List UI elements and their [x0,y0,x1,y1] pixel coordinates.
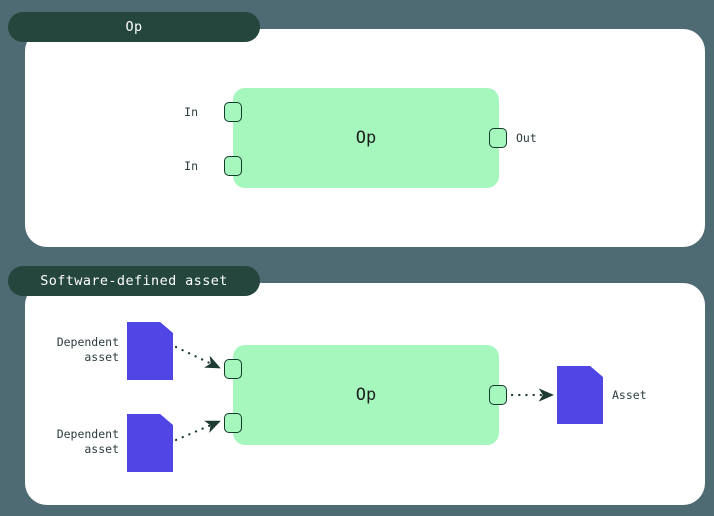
tab-software-defined-asset[interactable]: Software-defined asset [8,266,260,296]
label-line-2: asset [84,442,119,456]
asset-document-icon[interactable] [127,414,173,472]
label-dependent-asset-2: Dependent asset [57,427,119,457]
port-label-in-top-1: In [184,105,198,119]
port-label-in-top-2: In [184,159,198,173]
asset-document-icon[interactable] [557,366,603,424]
tab-op[interactable]: Op [8,12,260,42]
port-in-bottom-2[interactable] [224,413,242,433]
op-node-bottom[interactable]: Op [233,345,499,445]
port-in-top-2[interactable] [224,156,242,176]
label-line-1: Dependent [56,335,119,349]
label-dependent-asset-1: Dependent asset [57,335,119,365]
port-out-bottom[interactable] [489,385,507,405]
op-node-top[interactable]: Op [233,88,499,188]
op-node-label: Op [355,385,377,405]
asset-document-icon[interactable] [127,322,173,380]
port-label-out-top: Out [516,131,537,145]
label-line-2: asset [84,350,119,364]
label-produced-asset: Asset [612,388,647,402]
port-out-top[interactable] [489,128,507,148]
port-in-top-1[interactable] [224,102,242,122]
port-in-bottom-1[interactable] [224,359,242,379]
label-line-1: Dependent [56,427,119,441]
op-node-label: Op [355,128,377,148]
